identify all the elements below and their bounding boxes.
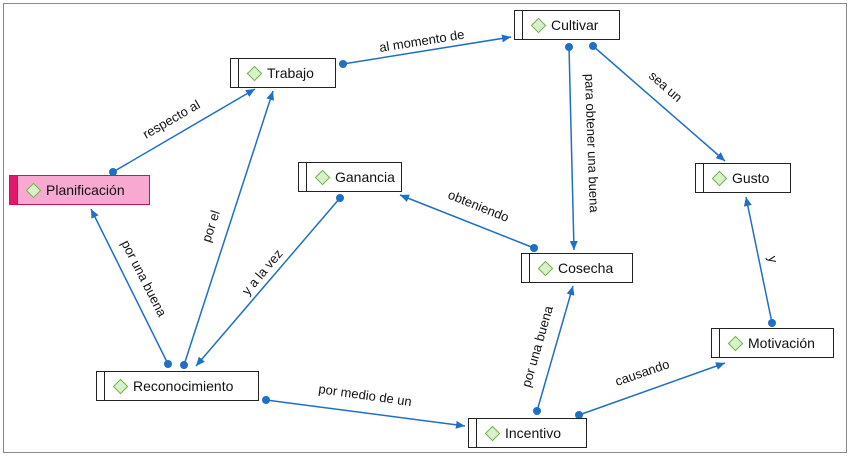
node-label: Motivación: [748, 335, 815, 351]
diamond-icon: [246, 65, 263, 81]
edge-label-sea-un: sea un: [646, 68, 685, 105]
edge-label-para-obtener-una-buena: para obtener una buena: [582, 74, 602, 214]
edge-start-dot: [589, 42, 597, 50]
node-gusto[interactable]: Gusto: [695, 163, 791, 193]
edge-label-por-una-buena-right: por una buena: [518, 303, 556, 388]
edge-label-y: y: [765, 255, 781, 265]
edge-label-por-medio-de-un: por medio de un: [318, 381, 413, 409]
edge-label-causando: causando: [613, 356, 671, 389]
edge-start-dot: [575, 411, 583, 419]
node-cosecha[interactable]: Cosecha: [521, 253, 633, 283]
edge-incentivo-motivacion: [578, 362, 726, 416]
node-label: Cultivar: [551, 17, 599, 33]
node-label: Incentivo: [505, 425, 562, 441]
edge-label-por-el: por el: [199, 208, 223, 244]
edge-start-dot: [109, 168, 117, 176]
edge-cultivar-gusto: [592, 45, 726, 162]
edge-start-dot: [336, 194, 344, 202]
node-label: Reconocimiento: [133, 378, 234, 394]
diamond-icon: [25, 182, 42, 198]
node-label: Trabajo: [267, 65, 314, 81]
edge-cultivar-cosecha: [568, 46, 578, 251]
edge-start-dot: [768, 319, 776, 327]
node-planificacion[interactable]: Planificación: [9, 175, 150, 205]
edge-start-dot: [180, 361, 188, 369]
edge-start-dot: [164, 360, 172, 368]
edge-label-obteniendo: obteniendo: [446, 187, 511, 225]
edge-reconocimiento-trabajo: [183, 90, 275, 366]
diamond-icon: [727, 335, 744, 351]
edge-trabajo-cultivar: [342, 34, 512, 65]
edge-label-y-a-la-vez: y a la vez: [239, 246, 286, 298]
node-ganancia[interactable]: Ganancia: [298, 162, 402, 192]
edge-start-dot: [339, 60, 347, 68]
node-label: Cosecha: [558, 260, 614, 276]
edge-planificacion-trabajo: [112, 88, 256, 173]
diamond-icon: [112, 378, 129, 394]
diamond-icon: [314, 169, 331, 185]
node-motivacion[interactable]: Motivación: [711, 328, 834, 358]
node-label: Planificación: [46, 182, 125, 198]
edge-start-dot: [533, 407, 541, 415]
edge-ganancia-reconocimiento: [195, 197, 341, 367]
diamond-icon: [530, 17, 547, 33]
node-incentivo[interactable]: Incentivo: [468, 418, 587, 448]
diamond-icon: [537, 260, 554, 276]
edge-motivacion-gusto: [743, 196, 773, 324]
edge-reconocimiento-incentivo: [265, 399, 466, 429]
edge-label-respecto-al: respecto al: [140, 97, 203, 142]
node-cultivar[interactable]: Cultivar: [514, 10, 620, 40]
node-reconocimiento[interactable]: Reconocimiento: [96, 371, 259, 401]
diamond-icon: [711, 170, 728, 186]
diamond-icon: [484, 425, 501, 441]
edge-start-dot: [565, 43, 573, 51]
edge-start-dot: [530, 244, 538, 252]
edge-incentivo-cosecha: [536, 285, 575, 412]
edge-reconocimiento-planificacion: [90, 208, 169, 365]
node-label: Ganancia: [335, 169, 395, 185]
node-label: Gusto: [732, 170, 770, 186]
node-trabajo[interactable]: Trabajo: [230, 58, 336, 88]
edge-start-dot: [262, 396, 270, 404]
edge-cosecha-ganancia: [399, 194, 535, 249]
